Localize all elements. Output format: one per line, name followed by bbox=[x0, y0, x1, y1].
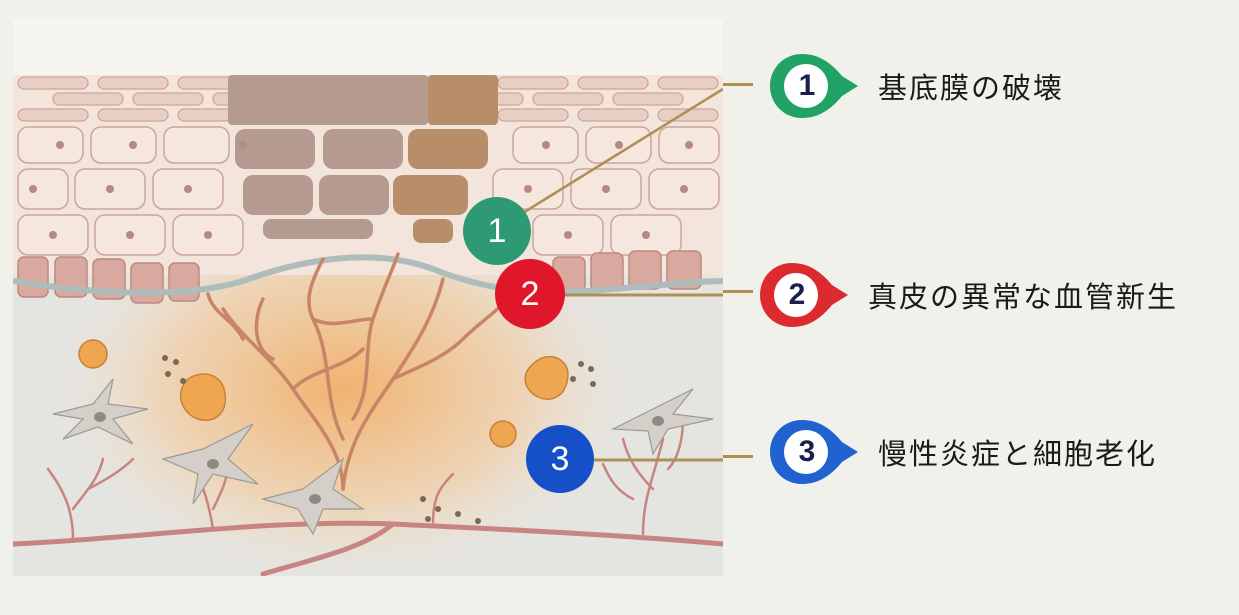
legend-item-3: 3 慢性炎症と細胞老化 bbox=[768, 418, 1157, 486]
skin-diagram-art bbox=[13, 75, 723, 576]
marker-3-number: 3 bbox=[550, 439, 570, 478]
legend-pin-1: 1 bbox=[768, 52, 860, 120]
connector-1 bbox=[723, 83, 753, 86]
skin-cross-section-illustration: 1 2 3 bbox=[13, 19, 723, 576]
legend-label-2: 真皮の異常な血管新生 bbox=[868, 280, 1179, 314]
legend-pin-3: 3 bbox=[768, 418, 860, 486]
legend-item-1: 1 基底膜の破壊 bbox=[768, 52, 1064, 120]
legend-label-3: 慢性炎症と細胞老化 bbox=[878, 437, 1158, 471]
marker-3-inflammation: 3 bbox=[526, 425, 594, 493]
legend-item-2: 2 真皮の異常な血管新生 bbox=[758, 261, 1178, 329]
legend-number-1: 1 bbox=[798, 69, 816, 102]
marker-2-angiogenesis: 2 bbox=[495, 259, 565, 329]
legend-number-2: 2 bbox=[788, 278, 806, 311]
marker-1-number: 1 bbox=[487, 211, 507, 250]
pin-shape-icon bbox=[770, 420, 858, 484]
legend-label-1: 基底膜の破壊 bbox=[878, 71, 1065, 105]
legend-pin-2: 2 bbox=[758, 261, 850, 329]
pin-shape-icon bbox=[760, 263, 848, 327]
connector-2 bbox=[723, 290, 753, 293]
legend-number-3: 3 bbox=[798, 435, 816, 468]
marker-2-number: 2 bbox=[520, 274, 540, 313]
connector-3 bbox=[723, 455, 753, 458]
pin-shape-icon bbox=[770, 54, 858, 118]
marker-1-basement-membrane: 1 bbox=[463, 197, 531, 265]
